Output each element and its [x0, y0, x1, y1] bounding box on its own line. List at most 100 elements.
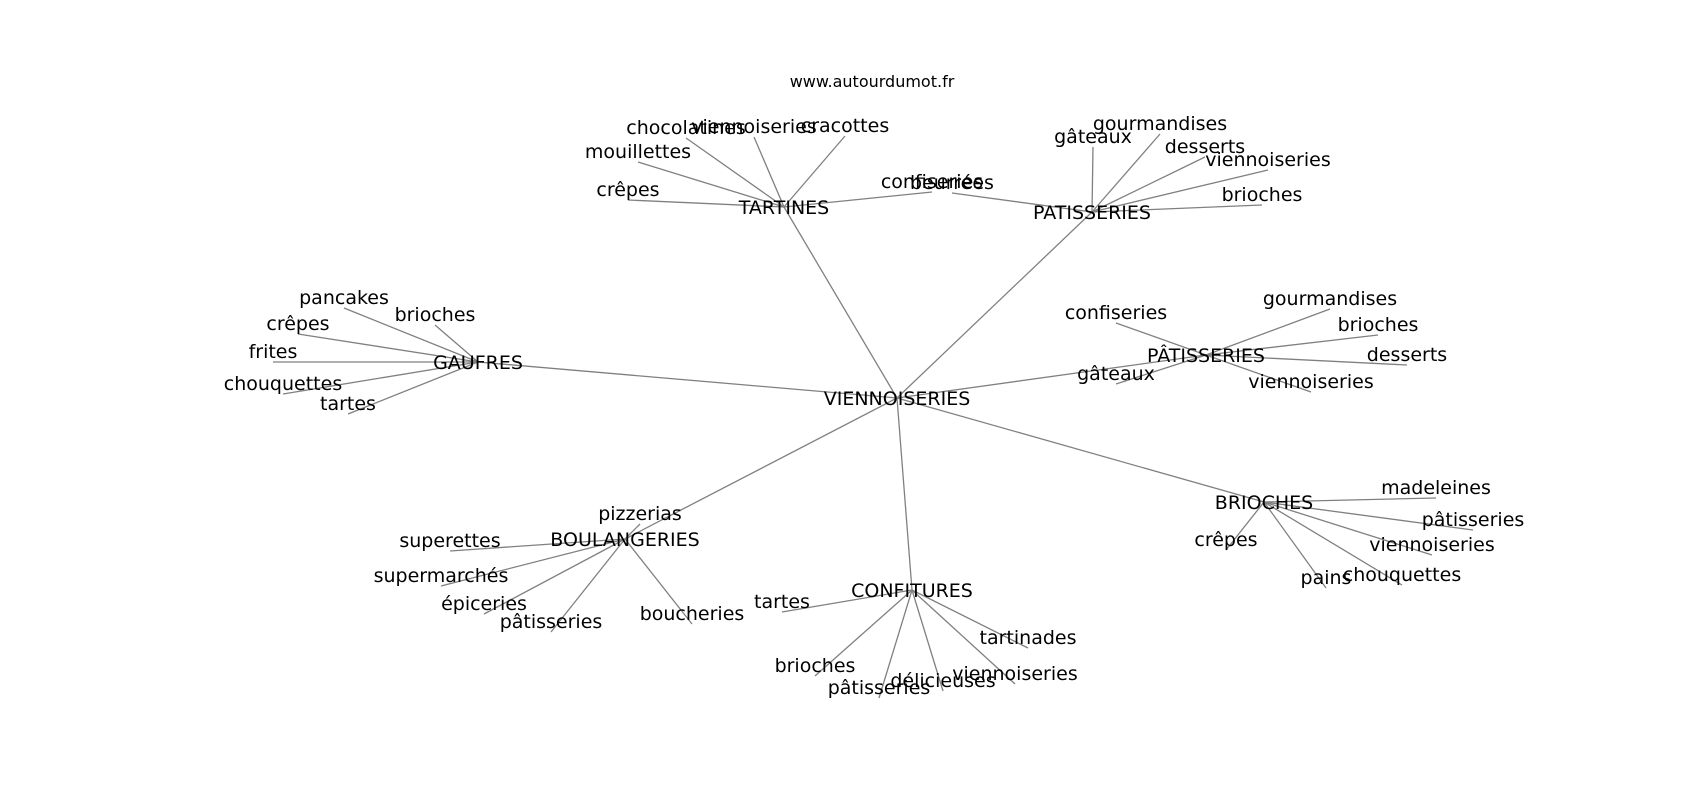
leaf-node-label: viennoiseries [1205, 149, 1330, 171]
leaf-edge [1225, 501, 1265, 551]
cluster-node-label: CONFITURES [851, 580, 973, 602]
leaf-node-label: confiseries [1065, 302, 1167, 324]
leaf-node-label: frites [249, 341, 298, 363]
leaf-node-label: pâtisseries [1422, 509, 1525, 531]
leaf-edge [911, 589, 1016, 685]
leaf-node-label: épiceries [441, 593, 527, 615]
leaf-edge [624, 523, 641, 540]
cluster-node-label: BRIOCHES [1215, 492, 1313, 514]
leaf-node-label: madeleines [1381, 477, 1491, 499]
leaf-edge [1205, 354, 1408, 366]
leaf-edge [781, 589, 913, 613]
leaf-node-label: brioches [1222, 184, 1303, 206]
leaf-node-label: pancakes [299, 287, 389, 309]
leaf-node-label: tartes [754, 591, 810, 613]
root-node-label: VIENNOISERIES [824, 388, 971, 410]
leaf-node-label: desserts [1367, 344, 1447, 366]
leaf-node-label: pains [1301, 567, 1352, 589]
leaf-node-label: viennoiseries [691, 116, 816, 138]
leaf-edge [297, 333, 479, 363]
leaf-node-label: gourmandises [1263, 288, 1397, 310]
root-edge [896, 397, 913, 591]
leaf-node-label: desserts [1165, 136, 1245, 158]
leaf-edge [783, 135, 846, 208]
leaf-node-label: gâteaux [1054, 126, 1132, 148]
leaf-node-label: viennoiseries [952, 663, 1077, 685]
leaf-node-label: confiseries [881, 171, 983, 193]
leaf-edge [1205, 354, 1312, 393]
leaf-edge [1115, 322, 1207, 356]
leaf-node-label: viennoiseries [1369, 534, 1494, 556]
leaf-node-label: pizzerias [598, 503, 682, 525]
leaf-node-label: chouquettes [224, 373, 342, 395]
leaf-edge [440, 538, 626, 587]
leaf-edge [449, 538, 626, 552]
leaf-node-label: délicieuses [890, 670, 995, 692]
leaf-edge [783, 191, 933, 208]
source-website-label: www.autourdumot.fr [790, 72, 955, 91]
leaf-edge [1263, 501, 1474, 531]
leaf-edge [1091, 204, 1263, 213]
leaf-edge [1263, 501, 1403, 586]
root-edge [624, 397, 898, 540]
graph-edges [273, 133, 1474, 699]
leaf-edge [1263, 501, 1327, 589]
leaf-edge [685, 137, 785, 208]
cluster-node-label: PATISSERIES [1033, 202, 1151, 224]
leaf-node-label: crêpes [1194, 529, 1257, 551]
leaf-node-label: supermarchés [374, 565, 509, 587]
leaf-edge [1263, 501, 1433, 556]
leaf-node-label: brioches [775, 655, 856, 677]
leaf-node-label: crêpes [266, 313, 329, 335]
leaf-edge [911, 589, 1029, 649]
leaf-edge [347, 361, 479, 415]
leaf-edge [627, 199, 785, 208]
leaf-node-label: cracottes [801, 115, 889, 137]
leaf-node-label: brioches [395, 304, 476, 326]
root-edge [896, 354, 1207, 399]
leaf-edge [1091, 156, 1206, 213]
leaf-node-label: chouquettes [1343, 564, 1461, 586]
leaf-node-label: beurrées [910, 172, 994, 194]
leaf-node-label: pâtisseries [828, 677, 931, 699]
leaf-node-label: tartes [320, 393, 376, 415]
leaf-edge [624, 538, 693, 625]
leaf-node-label: viennoiseries [1248, 371, 1373, 393]
leaf-edge [1263, 497, 1437, 503]
leaf-node-label: chocolatines [626, 117, 745, 139]
leaf-node-label: boucheries [640, 603, 745, 625]
leaf-edge [878, 589, 913, 699]
leaf-node-label: superettes [399, 530, 500, 552]
leaf-edge [343, 307, 479, 363]
leaf-edge [753, 136, 785, 208]
leaf-edge [637, 161, 785, 208]
graph-labels: chocolatinesviennoiseriescracottesmouill… [224, 113, 1525, 699]
leaf-edge [1091, 133, 1161, 213]
leaf-edge [1115, 354, 1207, 385]
leaf-edge [483, 538, 626, 615]
leaf-edge [814, 589, 913, 677]
leaf-node-label: crêpes [596, 179, 659, 201]
leaf-edge [550, 538, 626, 633]
leaf-node-label: tartinades [980, 627, 1077, 649]
root-edge [783, 206, 898, 399]
cluster-node-label: PÂTISSERIES [1147, 344, 1265, 367]
leaf-edge [1091, 146, 1094, 213]
leaf-edge [434, 324, 479, 363]
leaf-edge [911, 589, 944, 692]
leaf-node-label: brioches [1338, 314, 1419, 336]
root-edge [896, 211, 1093, 399]
cluster-node-label: TARTINES [738, 197, 829, 219]
root-edge [477, 361, 898, 399]
leaf-edge [951, 192, 1093, 213]
leaf-node-label: gourmandises [1093, 113, 1227, 135]
cluster-node-label: GAUFRES [433, 352, 523, 374]
cluster-node-label: BOULANGERIES [550, 529, 699, 551]
leaf-edge [1205, 308, 1331, 356]
leaf-edge [1205, 334, 1379, 356]
leaf-node-label: mouillettes [585, 141, 691, 163]
leaf-edge [1091, 169, 1269, 213]
leaf-edge [282, 361, 479, 395]
root-edge [896, 397, 1265, 503]
